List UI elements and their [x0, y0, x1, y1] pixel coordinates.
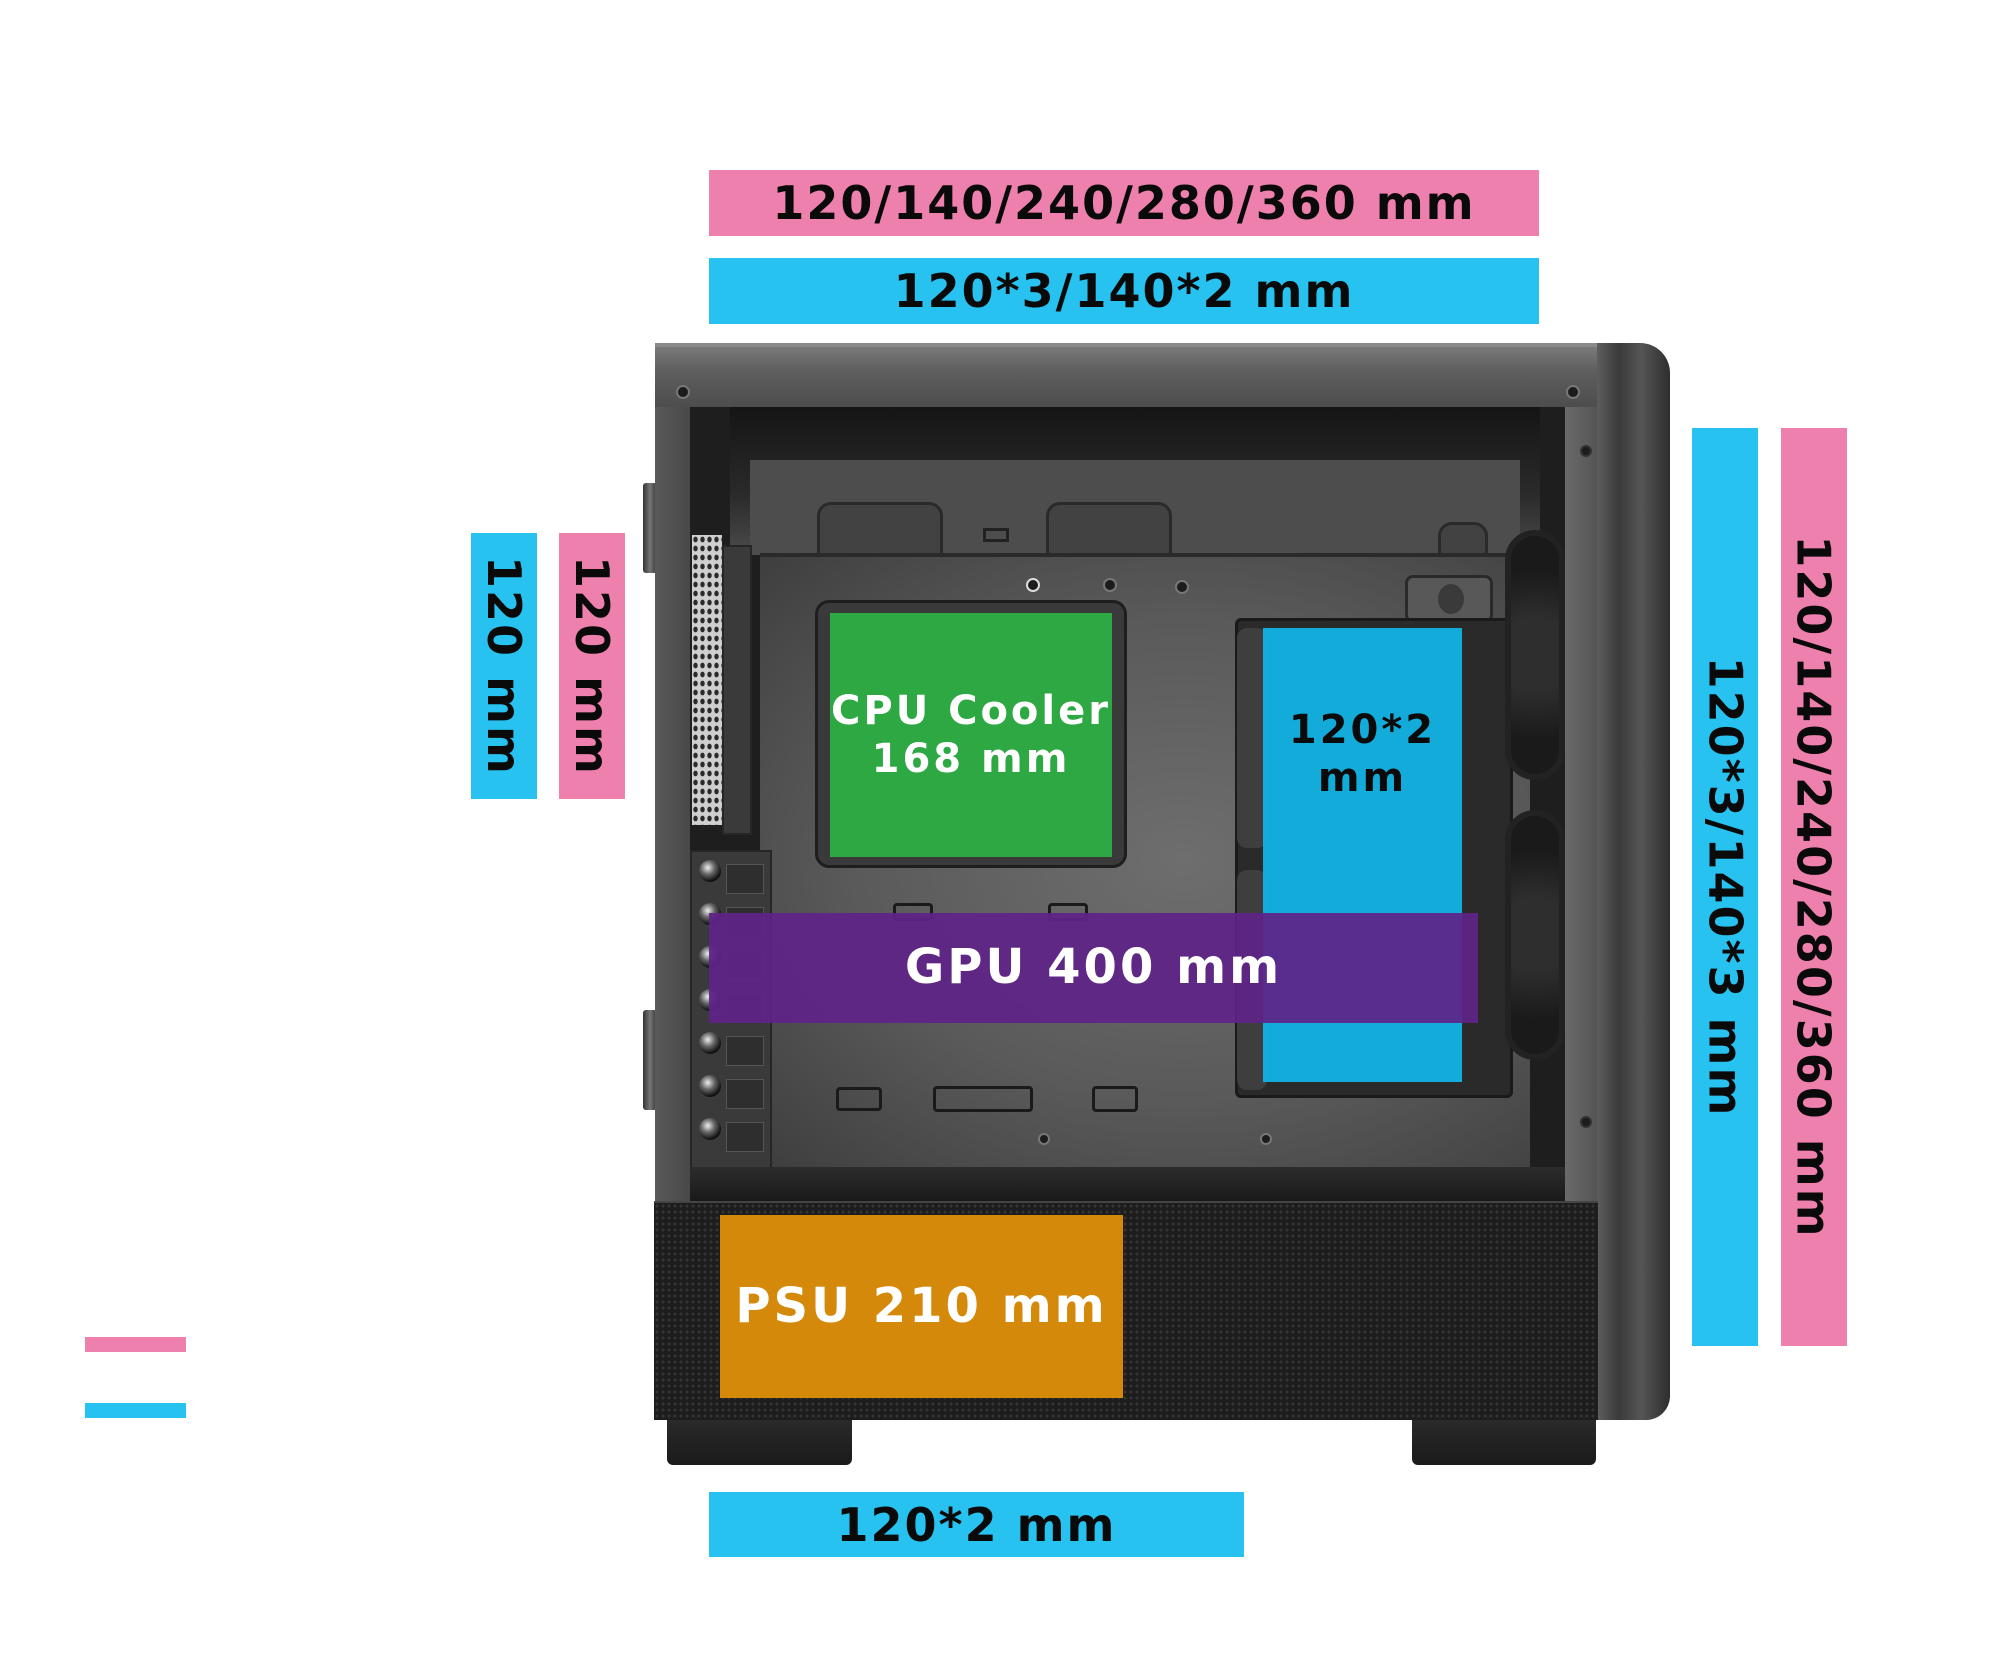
screw-hole-icon — [1580, 1116, 1592, 1128]
pci-thumbscrew-icon — [699, 1075, 721, 1097]
bracket-rail — [1237, 628, 1267, 848]
standoff-icon — [1103, 578, 1117, 592]
rear-frame — [655, 407, 690, 1202]
top-fans-label: 120*3/140*2 mm — [893, 264, 1355, 318]
rear-fan-mount — [722, 545, 752, 835]
legend-swatch-fan — [85, 1403, 186, 1418]
rear-hinge-bottom — [643, 1010, 657, 1110]
cable-cutout — [836, 1087, 882, 1111]
pci-slot-cover — [726, 864, 764, 894]
cpu-cooler-zone: CPU Cooler 168 mm — [830, 613, 1112, 857]
psu-zone: PSU 210 mm — [720, 1215, 1123, 1398]
pci-slot-cover — [726, 1122, 764, 1152]
standoff-icon — [1038, 1133, 1050, 1145]
screw-icon — [676, 385, 690, 399]
side-fans-unit: mm — [1317, 755, 1408, 801]
gpu-label: GPU 400 mm — [904, 939, 1283, 996]
front-fans-label: 120*3/140*3 mm — [1698, 656, 1753, 1118]
gpu-zone: GPU 400 mm — [709, 913, 1478, 1023]
front-panel — [1597, 343, 1670, 1420]
rear-fan-bar: 120 mm — [471, 533, 537, 799]
case-foot-right — [1412, 1420, 1596, 1465]
pci-thumbscrew-icon — [699, 860, 721, 882]
shroud-top — [690, 1167, 1565, 1201]
cpu-cooler-value: 168 mm — [871, 736, 1071, 782]
bottom-fans-bar: 120*2 mm — [709, 1492, 1244, 1557]
pci-slot-cover — [726, 1079, 764, 1109]
standoff-icon — [1026, 578, 1040, 592]
top-fans-bar: 120*3/140*2 mm — [709, 258, 1539, 324]
front-fan-icon — [1505, 530, 1565, 780]
rear-radiator-bar: 120 mm — [559, 533, 625, 799]
rear-exhaust-mesh — [692, 535, 722, 825]
standoff-icon — [1175, 580, 1189, 594]
front-fans-bar: 120*3/140*3 mm — [1692, 428, 1758, 1346]
front-radiator-bar: 120/140/240/280/360 mm — [1781, 428, 1847, 1346]
standoff-icon — [1260, 1133, 1272, 1145]
front-radiator-label: 120/140/240/280/360 mm — [1787, 535, 1841, 1239]
cable-cutout — [1092, 1086, 1138, 1112]
psu-label: PSU 210 mm — [735, 1277, 1108, 1334]
case-foot-left — [667, 1420, 852, 1465]
rear-fan-label: 120 mm — [477, 556, 531, 776]
top-radiator-bar: 120/140/240/280/360 mm — [709, 170, 1539, 236]
rear-hinge-top — [643, 483, 657, 573]
cable-grommet — [1405, 575, 1493, 623]
grommet-knob-icon — [1438, 584, 1464, 614]
screw-hole-icon — [1580, 445, 1592, 457]
pci-thumbscrew-icon — [699, 1118, 721, 1140]
cpu-cooler-label: CPU Cooler — [831, 688, 1111, 734]
pci-slot-cover — [726, 1036, 764, 1066]
screw-icon — [1566, 385, 1580, 399]
cable-cutout — [933, 1086, 1033, 1112]
tab-slot — [983, 528, 1009, 542]
side-fans-label: 120*2 — [1288, 707, 1437, 753]
rear-radiator-label: 120 mm — [565, 556, 619, 776]
front-frame-pillar — [1565, 407, 1597, 1202]
pci-thumbscrew-icon — [699, 1032, 721, 1054]
top-frame — [655, 343, 1597, 407]
front-fan-icon — [1505, 810, 1565, 1060]
top-radiator-label: 120/140/240/280/360 mm — [772, 176, 1476, 230]
tray-edge — [760, 553, 1530, 557]
bottom-fans-label: 120*2 mm — [836, 1497, 1117, 1552]
legend-swatch-radiator — [85, 1337, 186, 1352]
